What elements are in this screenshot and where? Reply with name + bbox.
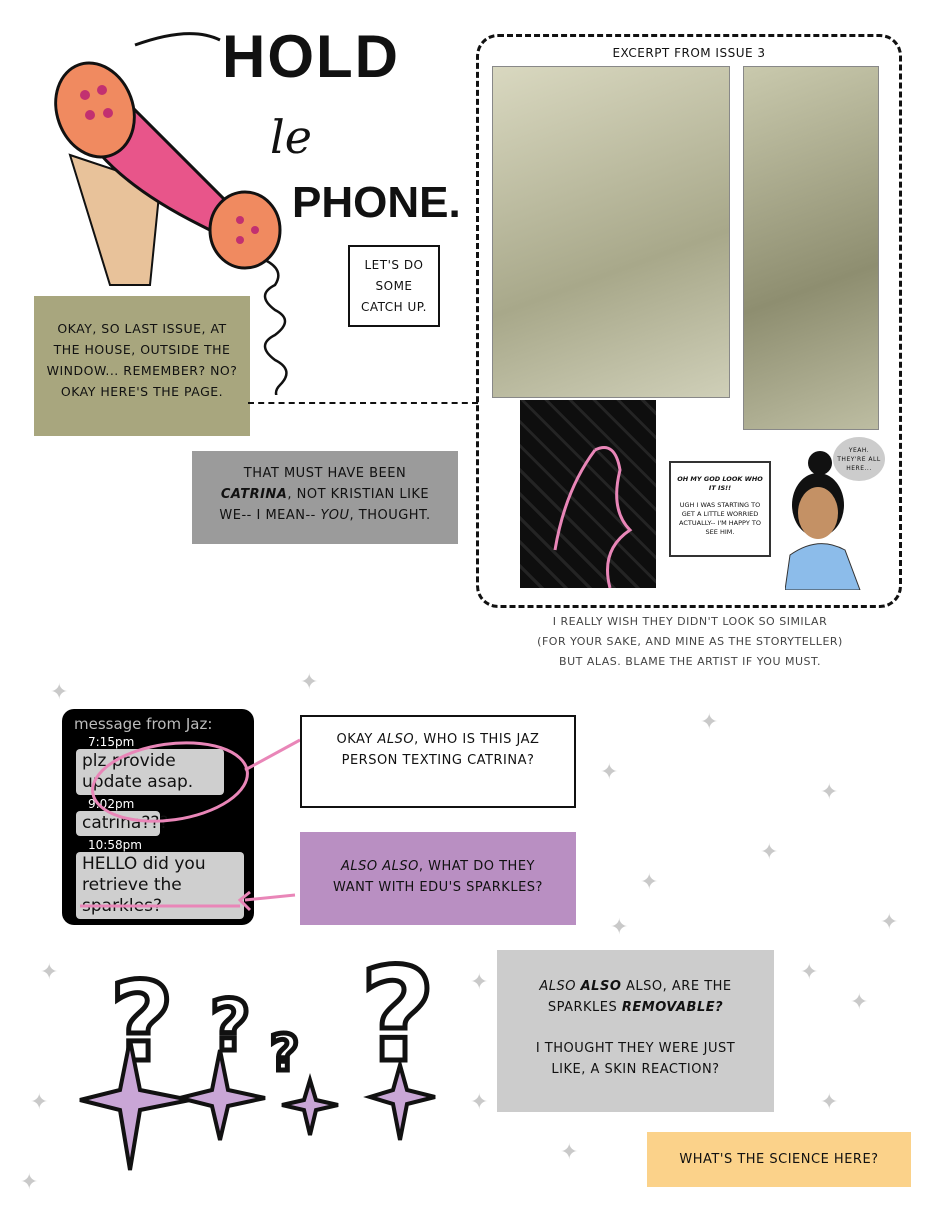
dashed-connector <box>248 402 478 404</box>
catrina-post: , THOUGHT. <box>349 508 431 523</box>
sparkles-em: ALSO ALSO <box>341 859 419 874</box>
telephone-handset-illustration <box>54 32 288 395</box>
pink-circle-annotation <box>80 738 301 912</box>
science-box: WHAT'S THE SCIENCE HERE? <box>647 1132 911 1187</box>
sparkle-background: ✦✦✦ ✦✦✦ ✦✦✦ ✦✦✦ ✦✦✦ ✦✦✦ <box>20 670 899 1195</box>
note-line-1: I REALLY WISH THEY DIDN'T LOOK SO SIMILA… <box>552 615 828 628</box>
svg-text:?: ? <box>210 985 251 1067</box>
excerpt-heading: EXCERPT FROM ISSUE 3 <box>612 46 766 60</box>
removable-p2: I THOUGHT THEY WERE JUST LIKE, A SKIN RE… <box>535 1041 736 1077</box>
sparkles-box: ALSO ALSO, WHAT DO THEY WANT WITH EDU'S … <box>300 832 576 925</box>
question-marks-illustration: ?? ?? <box>79 940 438 1171</box>
speech-caption-panel: OH MY GOD LOOK WHO IT IS!! UGH I WAS STA… <box>669 461 771 557</box>
comic-panel-window <box>743 66 879 430</box>
jaz-post: , WHO IS THIS JAZ PERSON TEXTING CATRINA… <box>341 732 540 768</box>
catrina-mid: , NOT KRISTIAN LIKE WE-- I MEAN-- <box>219 487 430 523</box>
svg-text:?: ? <box>270 1024 299 1082</box>
removable-em: REMOVABLE? <box>621 1000 724 1015</box>
jaz-em: ALSO <box>377 732 415 747</box>
catrina-you: YOU <box>320 508 350 523</box>
removable-box: ALSO ALSO ALSO, ARE THE SPARKLES REMOVAB… <box>497 950 774 1112</box>
comic-panel-lattice <box>520 400 656 589</box>
caption-body: UGH I WAS STARTING TO GET A LITTLE WORRI… <box>679 501 761 536</box>
catrina-name: CATRINA <box>220 487 288 502</box>
caption-title: OH MY GOD LOOK WHO IT IS!! <box>677 475 763 492</box>
note-line-3: BUT ALAS. BLAME THE ARTIST IF YOU MUST. <box>559 655 821 668</box>
girl-on-phone-illustration <box>785 451 861 590</box>
phone-speech-bubble: YEAH. THEY'RE ALL HERE... <box>833 437 885 481</box>
jaz-box: OKAY ALSO, WHO IS THIS JAZ PERSON TEXTIN… <box>300 715 576 808</box>
message-time: 7:15pm <box>88 735 135 749</box>
excerpt-frame: EXCERPT FROM ISSUE 3 <box>476 34 902 608</box>
excerpt-note: I REALLY WISH THEY DIDN'T LOOK SO SIMILA… <box>480 612 900 672</box>
svg-text:?: ? <box>110 958 174 1086</box>
recap-box: OKAY, SO LAST ISSUE, AT THE HOUSE, OUTSI… <box>34 296 250 436</box>
title-hold: HOLD <box>222 23 400 90</box>
title-le: le <box>270 110 312 164</box>
jaz-pre: OKAY <box>336 732 373 747</box>
message-bubble: HELLO did you retrieve the sparkles? <box>76 852 244 919</box>
message-header: message from Jaz: <box>74 715 213 733</box>
sparkles-post: , WHAT DO THEY WANT WITH EDU'S SPARKLES? <box>333 859 543 895</box>
removable-c: ALSO, ARE THE SPARKLES <box>547 979 732 1015</box>
message-time: 10:58pm <box>88 838 142 852</box>
catrina-box: THAT MUST HAVE BEEN CATRINA, NOT KRISTIA… <box>192 451 458 544</box>
also-2: ALSO <box>580 979 622 994</box>
note-line-2: (FOR YOUR SAKE, AND MINE AS THE STORYTEL… <box>537 635 843 648</box>
catch-up-box: LET'S DO SOME CATCH UP. <box>348 245 440 327</box>
comic-panel-archway <box>492 66 730 398</box>
also-1: ALSO <box>539 979 576 994</box>
title-phone: PHONE. <box>292 178 461 227</box>
catrina-pre: THAT MUST HAVE BEEN <box>243 466 407 481</box>
